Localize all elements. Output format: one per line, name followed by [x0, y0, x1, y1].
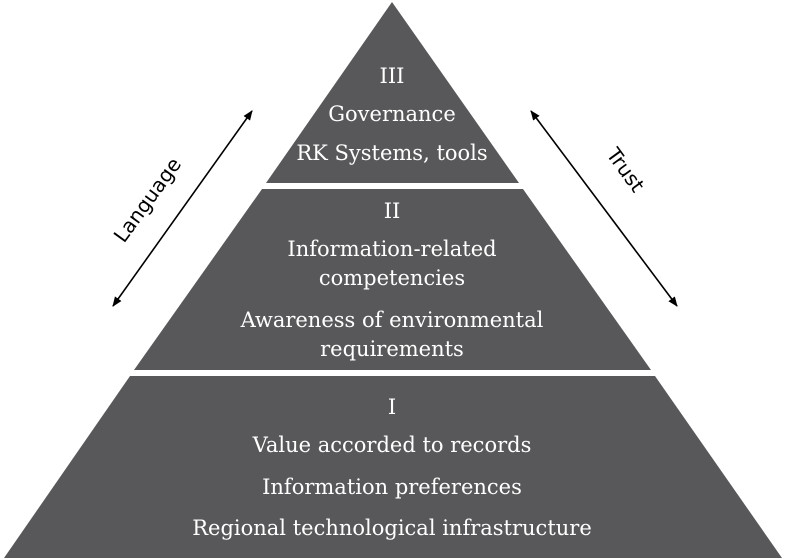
tier-3-shape [266, 2, 519, 183]
trust-arrow [530, 110, 678, 307]
trust-label: Trust [601, 142, 650, 196]
tier-2-line-1: Information-related [287, 237, 496, 261]
tier-2-line-3: Awareness of environmental [240, 308, 544, 332]
tier-1-line-3: Regional technological infrastructure [192, 516, 592, 540]
tier-2-numeral: II [384, 199, 401, 223]
tier-2-line-2: competencies [319, 266, 465, 290]
tier-1-line-2: Information preferences [262, 475, 522, 499]
tier-3-line-2: RK Systems, tools [296, 141, 487, 165]
tier-2-shape [134, 189, 651, 370]
tier-2-line-4: requirements [320, 337, 464, 361]
tier-3-numeral: III [380, 64, 405, 88]
tier-1-line-1: Value accorded to records [252, 433, 532, 457]
tier-1-shape [4, 376, 782, 558]
language-label: Language [109, 153, 186, 247]
tier-1-numeral: I [388, 395, 396, 419]
language-arrow [112, 110, 253, 307]
tier-3-line-1: Governance [328, 102, 456, 126]
